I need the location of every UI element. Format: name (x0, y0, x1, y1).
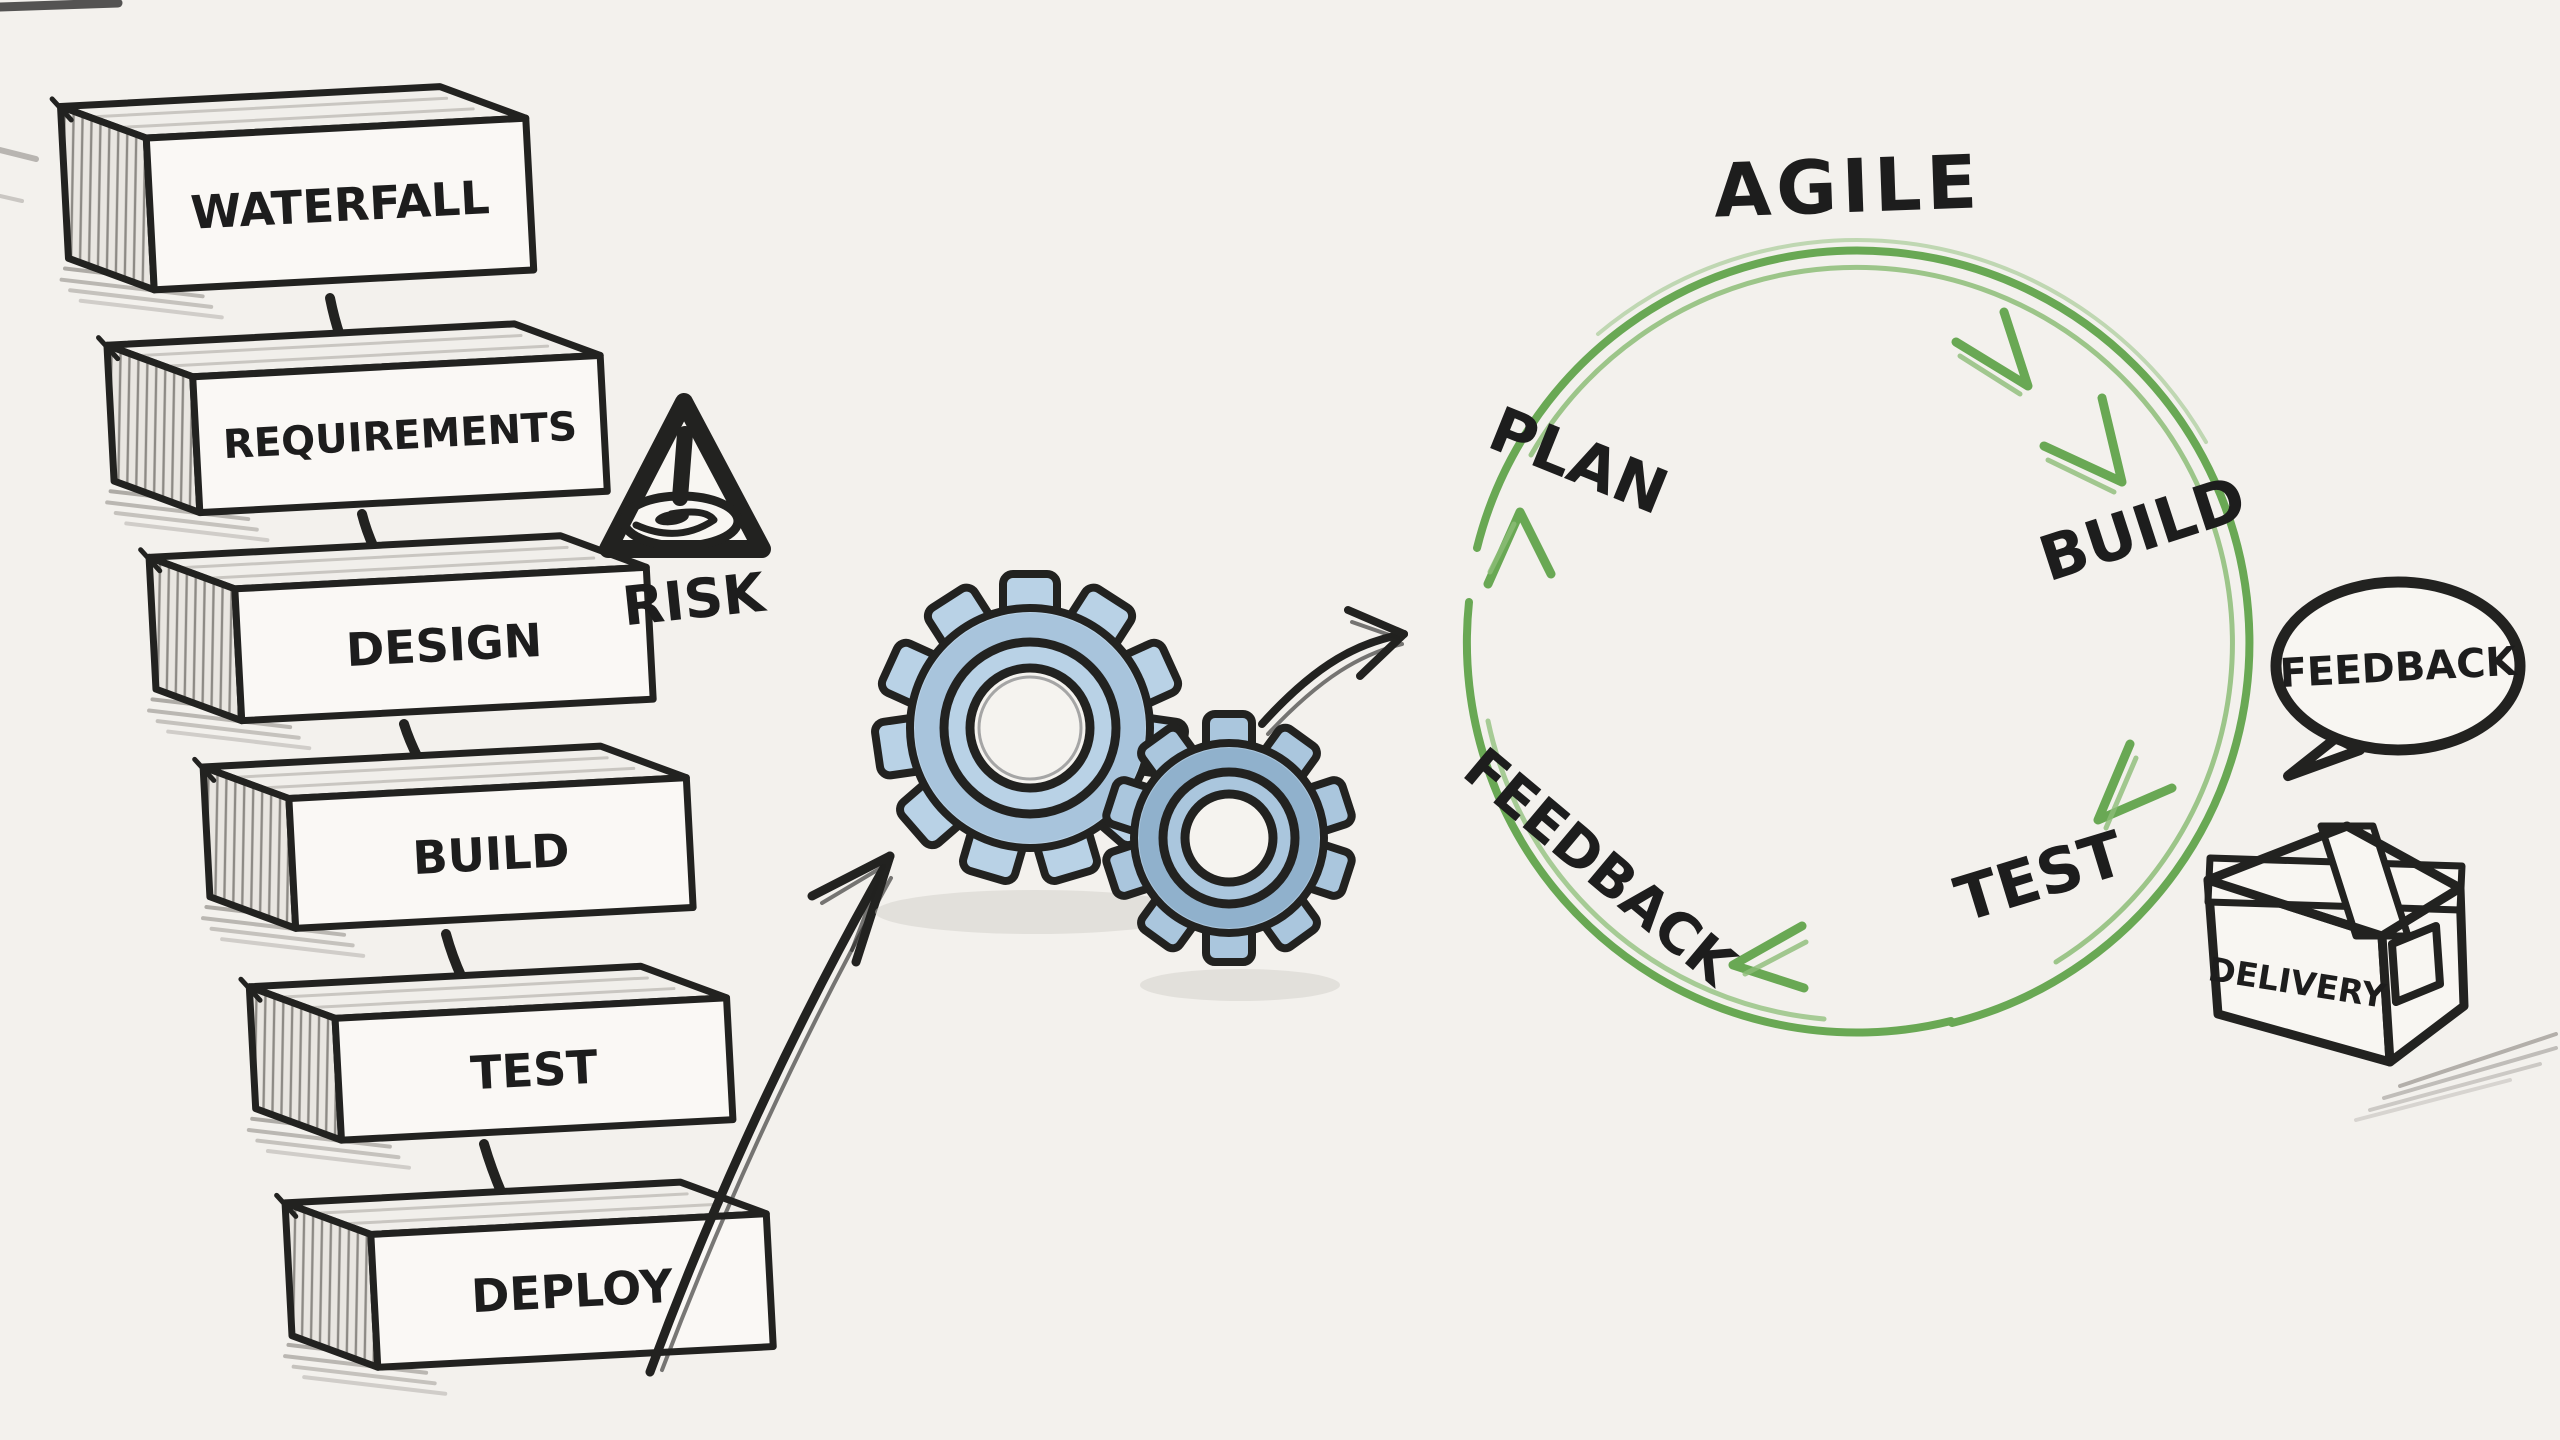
delivery-shadow-lines (2354, 1032, 2558, 1122)
pencil-smudge (0, 0, 123, 203)
small-gear-icon (1102, 710, 1356, 966)
stage-box-design: DESIGN (138, 532, 657, 751)
escape-arrow-icon (645, 851, 895, 1377)
stage-box-build: BUILD (192, 742, 697, 958)
risk-label: RISK (619, 561, 769, 639)
agile-step-build: BUILD (2031, 461, 2255, 596)
cycle-arrowhead-icon (1728, 921, 1809, 993)
stage-label: DESIGN (345, 613, 544, 677)
cycle-arrowhead-icon (2093, 739, 2177, 831)
gear-shadow (1140, 969, 1340, 1001)
agile-cycle-ring (1462, 238, 2254, 1037)
stage-label: BUILD (411, 823, 571, 885)
stage-box-requirements: REQUIREMENTS (96, 320, 611, 543)
agile-step-feedback: FEEDBACK (1451, 736, 1749, 1001)
stage-label: TEST (469, 1040, 600, 1101)
agile-title: AGILE (1712, 139, 1983, 234)
agile-step-test: TEST (1947, 817, 2132, 937)
stage-box-deploy: DEPLOY (274, 1178, 777, 1396)
cycle-arrowhead-icon (1951, 307, 2033, 397)
waterfall-title-box: WATERFALL (49, 83, 538, 320)
gears-icon (871, 570, 1408, 1001)
box-shadow-lines (283, 1342, 448, 1396)
agile-cycle: AGILE PLAN (1451, 139, 2255, 1037)
waterfall-diagram: WATERFALL REQUIREMENTS (49, 83, 777, 1396)
risk-warning-icon: RISK (599, 393, 771, 639)
stage-box-test: TEST (238, 962, 737, 1170)
gear-transition-arrow-icon (1258, 606, 1408, 736)
big-gear-icon (871, 570, 1189, 885)
feedback-speech-bubble: FEEDBACK (2270, 576, 2526, 781)
agile-step-plan: PLAN (1479, 392, 1678, 529)
cycle-arrowhead-icon (1483, 507, 1556, 589)
cycle-arrowhead-icon (2039, 393, 2127, 495)
delivery-box-icon: DELIVERY (2203, 821, 2558, 1122)
gear-shadow (875, 890, 1195, 934)
stage-label: DEPLOY (470, 1259, 675, 1324)
